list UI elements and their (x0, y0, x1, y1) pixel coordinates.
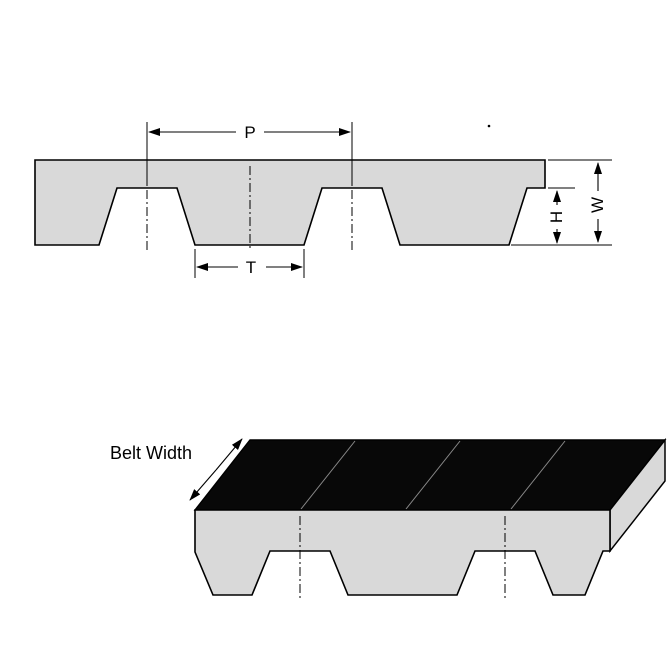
cross-section-figure: P T H W (34, 122, 612, 278)
top-face-seam-2 (405, 440, 461, 510)
belt-front-face (194, 509, 611, 596)
pitch-label: P (244, 123, 255, 142)
belt-width-arrow-lower (189, 469, 217, 501)
belt-thickness-dimension: W (588, 162, 607, 243)
pitch-dimension: P (148, 123, 351, 142)
tooth-width-label: T (246, 258, 256, 277)
isometric-figure: Belt Width (110, 437, 667, 601)
belt-width-dimension: Belt Width (110, 438, 243, 501)
top-face-seam-1 (300, 440, 356, 510)
tooth-width-dimension: T (194, 249, 305, 278)
belt-thickness-label: W (588, 197, 607, 213)
belt-profile (34, 159, 546, 246)
stray-mark (487, 124, 491, 128)
belt-width-label: Belt Width (110, 443, 192, 463)
tooth-height-dimension: H (547, 190, 566, 244)
top-face-seam-3 (510, 440, 566, 510)
belt-width-arrow-upper (215, 438, 243, 471)
tooth-height-label: H (547, 211, 566, 223)
belt-top-face (193, 439, 667, 511)
